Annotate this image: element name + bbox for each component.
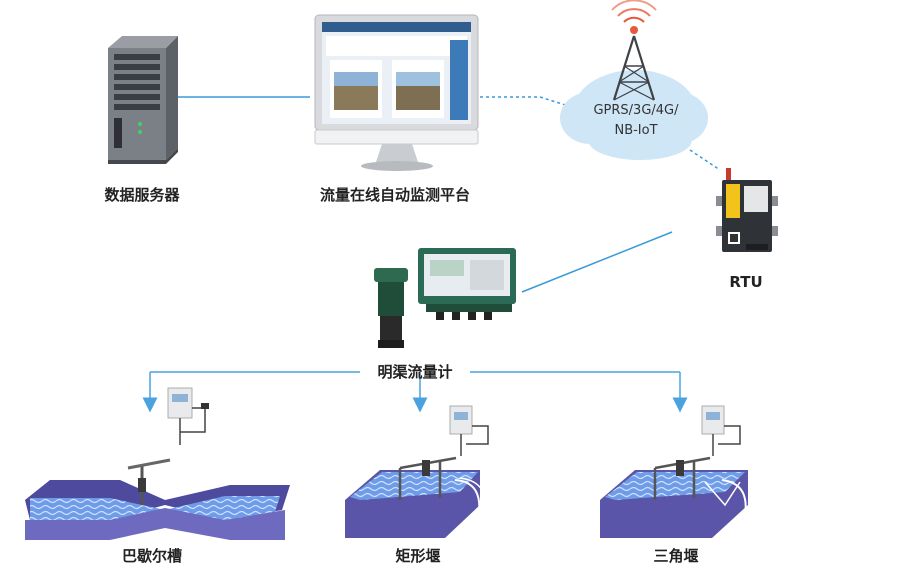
distribution-lines: [142, 371, 688, 413]
server-label: 数据服务器: [104, 186, 180, 204]
cloud-rtu-link: [689, 149, 721, 171]
channel-label-triangle-weir: 三角堰: [653, 547, 698, 565]
rectangular-weir-icon: [345, 405, 489, 538]
rtu-flowmeter-link: [521, 231, 673, 293]
rtu-label: RTU: [729, 273, 762, 291]
channel-label-parshall: 巴歇尔槽: [122, 547, 182, 565]
server-icon: [108, 36, 178, 164]
network-label-line2: NB-IoT: [614, 123, 657, 138]
flowmeter-display-icon: [418, 248, 516, 320]
platform-label: 流量在线自动监测平台: [320, 186, 470, 204]
channel-label-rect-weir: 矩形堰: [395, 547, 440, 565]
ultrasonic-sensor-icon: [374, 268, 408, 348]
flowmeter-label: 明渠流量计: [377, 363, 452, 381]
triangular-weir-icon: [600, 405, 748, 538]
network-label-line1: GPRS/3G/4G/: [593, 103, 679, 118]
cloud-icon: [560, 70, 708, 160]
parshall-flume-icon: [25, 387, 290, 540]
signal-tower-icon: [611, 0, 657, 101]
rtu-device-icon: [716, 168, 778, 252]
monitor-icon: [314, 14, 479, 171]
platform-cloud-link: [480, 96, 576, 109]
